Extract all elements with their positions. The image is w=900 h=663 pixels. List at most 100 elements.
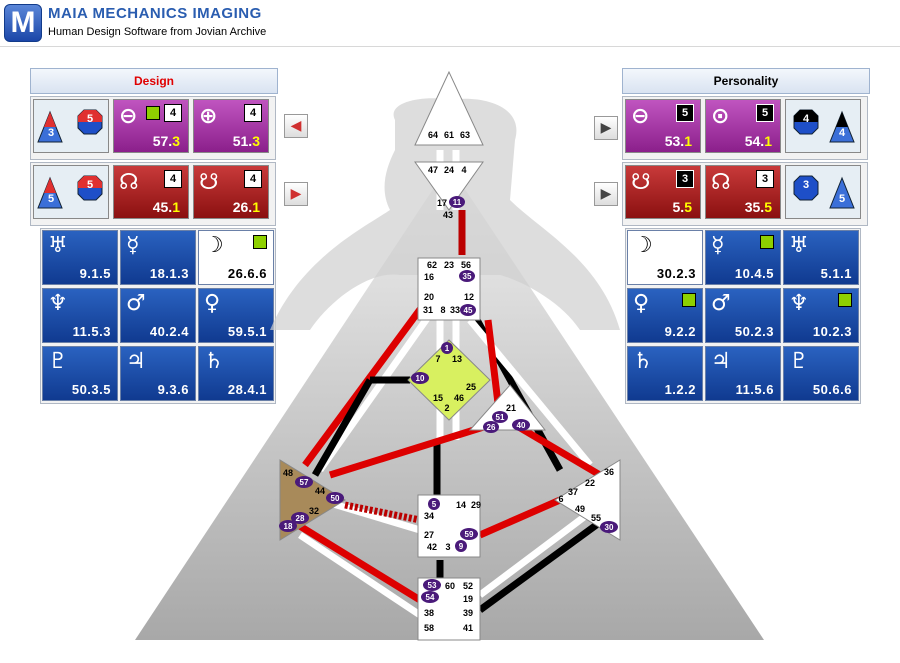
detriment-icon — [760, 235, 774, 249]
planet-value: 50.2.3 — [734, 324, 774, 339]
design-planet-mars: ♂40.2.4 — [120, 288, 196, 343]
gate-badge: 5 — [432, 500, 437, 509]
line-box: 4 — [244, 104, 262, 122]
gate-label: 25 — [466, 382, 476, 392]
gate-label: 42 — [427, 542, 437, 552]
jupiter-icon: ♃ — [126, 349, 146, 374]
gate-label: 19 — [463, 594, 473, 604]
exalted-icon — [838, 293, 852, 307]
personality-planet-saturn: ♄1.2.2 — [627, 346, 703, 401]
gate-label: 2 — [444, 403, 449, 413]
personality-cell-south-node: ☋ 3 5.5 — [625, 165, 701, 219]
personality-planet-neptune: ♆10.2.3 — [783, 288, 859, 343]
gate-label: 4 — [461, 165, 466, 175]
gate-badge: 10 — [416, 374, 425, 383]
ego-center — [468, 384, 547, 431]
design-planet-pluto: ♇50.3.5 — [42, 346, 118, 401]
gate-label: 22 — [585, 478, 595, 488]
gate-label: 32 — [309, 506, 319, 516]
line-box: 3 — [676, 170, 694, 188]
gate-label: 41 — [463, 623, 473, 633]
personality-cell-earth: ⊖ 5 53.1 — [625, 99, 701, 153]
design-cell-north-node: ☊ 4 45.1 — [113, 165, 189, 219]
gate-label: 36 — [604, 467, 614, 477]
gate-badge: 26 — [487, 423, 496, 432]
gate-label: 16 — [424, 272, 434, 282]
design-row-2: 5 5 ☊ 4 45.1 ☋ 4 26.1 — [30, 162, 276, 226]
line-box: 5 — [676, 104, 694, 122]
planet-value: 11.5.3 — [72, 324, 111, 339]
planet-value: 50.6.6 — [812, 382, 852, 397]
earth-icon: ⊖ — [119, 104, 138, 129]
app-subtitle: Human Design Software from Jovian Archiv… — [48, 26, 267, 38]
gate-badge: 35 — [463, 272, 472, 281]
gate-label: 33 — [450, 305, 460, 315]
arrow-right-button[interactable]: ▶ — [284, 182, 308, 206]
planet-value: 11.5.6 — [735, 382, 774, 397]
gate-value: 53.1 — [664, 133, 692, 149]
north-node-icon: ☊ — [711, 170, 731, 195]
line-box: 4 — [164, 104, 182, 122]
planet-value: 28.4.1 — [227, 382, 267, 397]
gate-value: 54.1 — [744, 133, 772, 149]
design-planet-venus: ♀ 59.5.1 — [198, 288, 274, 343]
gate-value: 51.3 — [232, 133, 260, 149]
planet-value: 50.3.5 — [71, 382, 111, 397]
gate-label: 27 — [424, 530, 434, 540]
planet-value: 18.1.3 — [149, 266, 189, 281]
shape-label-1: 3 — [802, 179, 810, 191]
gate-value: 5.5 — [672, 199, 692, 215]
venus-icon: ♀ — [204, 291, 221, 316]
gate-label: 62 — [427, 260, 437, 270]
line-box: 5 — [756, 104, 774, 122]
line-box: 3 — [756, 170, 774, 188]
neptune-icon: ♆ — [48, 291, 68, 316]
design-cell-earth-1: ⊖ 4 57.3 — [113, 99, 189, 153]
g-center — [407, 339, 491, 421]
venus-icon: ♀ — [633, 291, 650, 316]
moon-icon: ☽ — [633, 233, 653, 258]
design-shapes-2: 5 5 — [33, 165, 109, 219]
detriment-icon — [253, 235, 267, 249]
spleen-center — [279, 459, 346, 541]
gate-label: 29 — [471, 500, 481, 510]
design-row-1: 3 5 ⊖ 4 57.3 ⊕ 4 51.3 — [30, 96, 276, 160]
gate-badge: 54 — [426, 593, 435, 602]
gate-label: 61 — [444, 130, 454, 140]
gate-badge: 45 — [464, 306, 473, 315]
planet-value: 1.2.2 — [664, 382, 696, 397]
gate-label: 21 — [506, 403, 516, 413]
gate-badge: 57 — [300, 478, 309, 487]
mercury-icon: ☿ — [711, 233, 725, 258]
gate-label: 8 — [440, 305, 445, 315]
shape-label-2: 4 — [838, 127, 846, 139]
shape-icons — [37, 109, 103, 143]
planet-value: 9.2.2 — [664, 324, 696, 339]
planet-value: 59.5.1 — [227, 324, 267, 339]
head-center — [414, 70, 484, 146]
gate-badge: 30 — [605, 523, 614, 532]
personality-row-2: ☋ 3 5.5 ☊ 3 35.5 3 5 — [622, 162, 868, 226]
design-planet-jupiter: ♃9.3.6 — [120, 346, 196, 401]
planet-value: 30.2.3 — [656, 266, 696, 281]
throat-center — [417, 257, 481, 321]
arrow-right-button-2[interactable]: ▶ — [594, 116, 618, 140]
gate-label: 6 — [558, 494, 563, 504]
gate-badge: 51 — [496, 413, 505, 422]
arrow-left-button[interactable]: ◀ — [284, 114, 308, 138]
gate-label: 31 — [423, 305, 433, 315]
gate-value: 35.5 — [744, 199, 772, 215]
gate-label: 39 — [463, 608, 473, 618]
gate-badge: 50 — [331, 494, 340, 503]
south-node-icon: ☋ — [631, 170, 651, 195]
planet-value: 10.2.3 — [812, 324, 852, 339]
line-box: 4 — [244, 170, 262, 188]
personality-planet-pluto: ♇50.6.6 — [783, 346, 859, 401]
saturn-icon: ♄ — [204, 349, 224, 374]
channels — [288, 150, 613, 618]
south-node-icon: ☋ — [199, 170, 219, 195]
pluto-icon: ♇ — [48, 349, 68, 374]
shape-label-1: 5 — [47, 193, 55, 205]
shape-label-1: 3 — [47, 127, 55, 139]
arrow-right-button-3[interactable]: ▶ — [594, 182, 618, 206]
